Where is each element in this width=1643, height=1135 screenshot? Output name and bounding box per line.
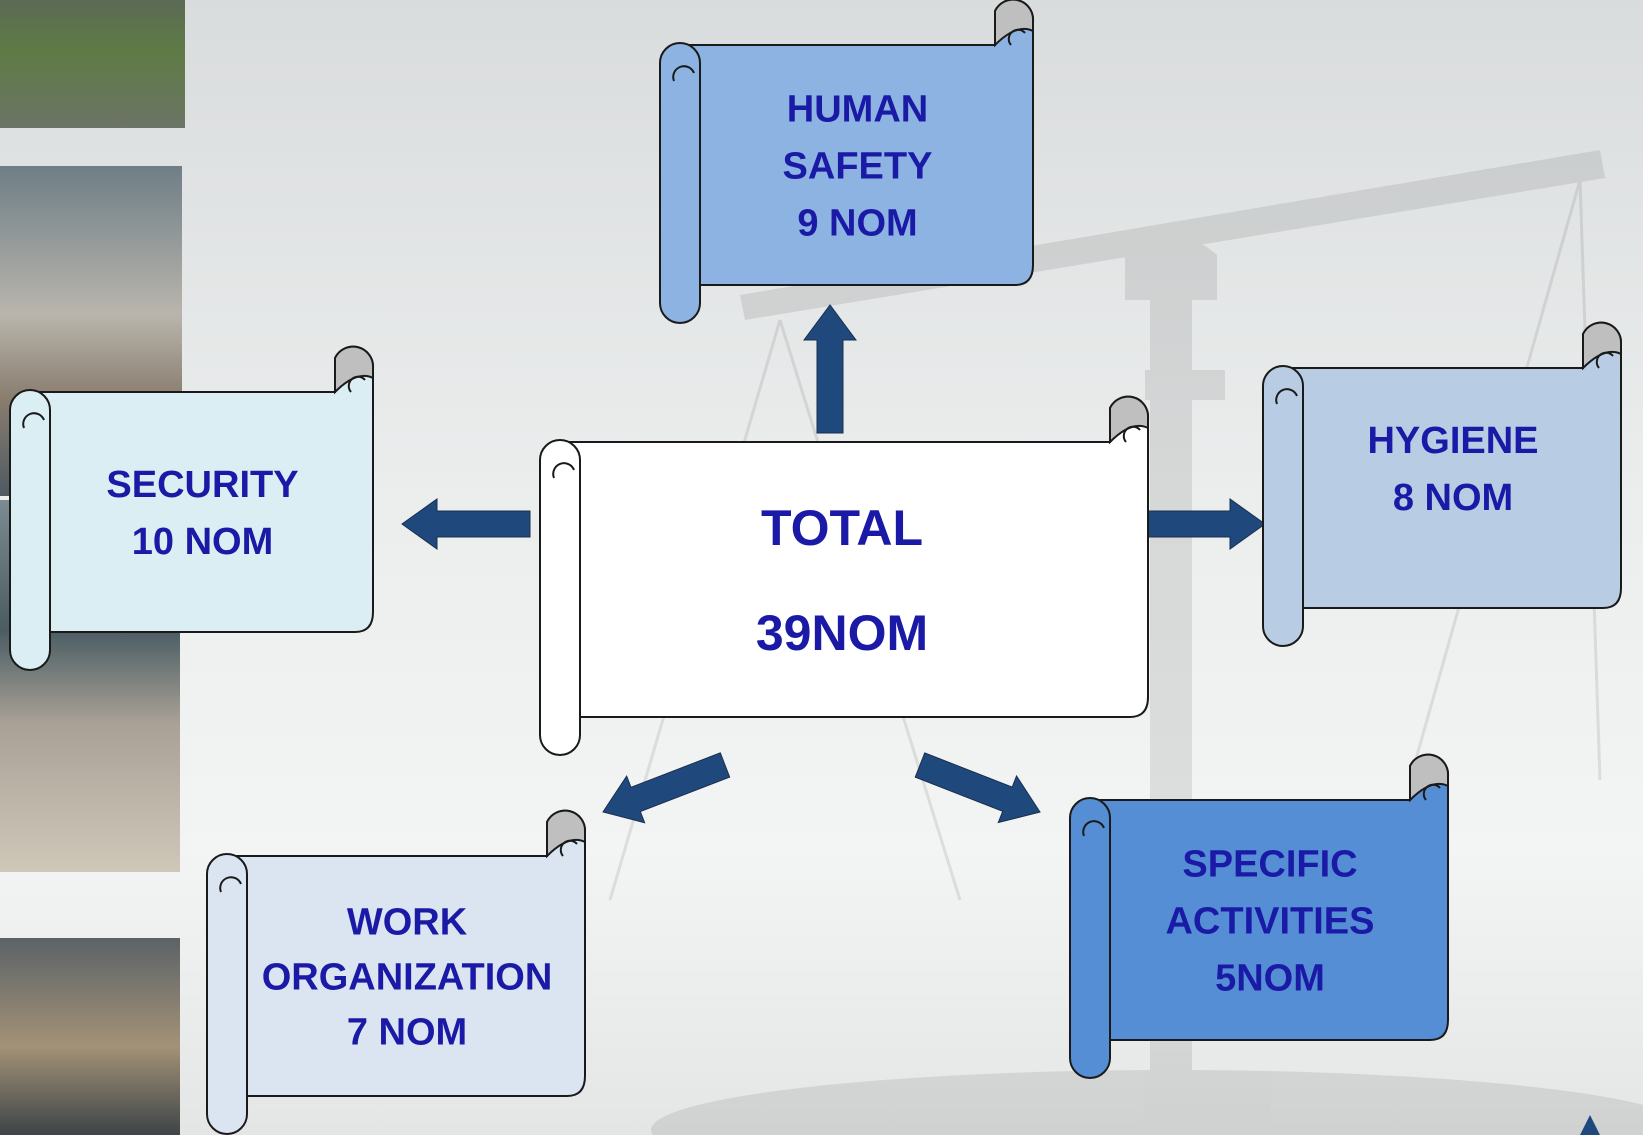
scroll-specific-activities-curl-right-inner — [1422, 783, 1441, 801]
arrow-to-human-safety — [803, 304, 857, 434]
scroll-security: SECURITY 10 NOM — [9, 345, 375, 671]
center-scroll-total-sheet — [559, 395, 1150, 718]
total-value: 39NOM — [756, 605, 928, 661]
scroll-hygiene-roll-left-inner — [1275, 388, 1298, 405]
arrow-to-specific-activities — [914, 752, 1041, 824]
scroll-hygiene-roll-left — [1262, 365, 1304, 647]
specific-activities-line-2: ACTIVITIES — [1165, 900, 1374, 942]
hygiene-line-2: 8 NOM — [1393, 477, 1513, 519]
scroll-specific-activities: SPECIFIC ACTIVITIES 5NOM — [1069, 753, 1450, 1079]
human-safety-line-3: 9 NOM — [797, 202, 917, 244]
arrow-to-security — [401, 498, 531, 550]
security-line-1: SECURITY — [106, 464, 298, 506]
scrolls-group: TOTAL 39NOM HUMAN SAFETY 9 NOM SECURITY 10 NOM… — [9, 0, 1623, 1135]
scroll-hygiene-sheet — [1282, 321, 1623, 609]
security-line-2: 10 NOM — [132, 521, 273, 563]
scroll-specific-activities-roll-left-inner — [1082, 820, 1105, 837]
hygiene-line-1: HYGIENE — [1367, 420, 1538, 462]
scroll-hygiene: HYGIENE 8 NOM — [1262, 321, 1623, 647]
scroll-human-safety: HUMAN SAFETY 9 NOM — [659, 0, 1035, 324]
scroll-work-organization: WORK ORGANIZATION 7 NOM — [206, 809, 587, 1135]
arrow-to-work-organization — [602, 752, 731, 824]
work-organization-line-3: 7 NOM — [347, 1011, 467, 1053]
scroll-security-roll-left — [9, 389, 51, 671]
scroll-security-curl-right-inner — [347, 375, 366, 393]
center-scroll-total-roll-left — [539, 439, 581, 756]
scroll-hygiene-curl-right-inner — [1595, 351, 1614, 369]
center-scroll-total-curl-right-inner — [1122, 425, 1141, 443]
scroll-human-safety-roll-left — [659, 42, 701, 324]
center-scroll-total-roll-left-inner — [552, 462, 575, 479]
scroll-work-organization-roll-left — [206, 853, 248, 1135]
scroll-security-roll-left-inner — [22, 412, 45, 429]
arrow-to-hygiene — [1134, 498, 1266, 550]
human-safety-line-2: SAFETY — [783, 145, 933, 187]
human-safety-line-1: HUMAN — [787, 88, 928, 130]
work-organization-line-2: ORGANIZATION — [262, 956, 553, 998]
scroll-human-safety-curl-right-inner — [1007, 28, 1026, 46]
scroll-specific-activities-roll-left — [1069, 797, 1111, 1079]
total-title: TOTAL — [761, 500, 923, 556]
scroll-work-organization-roll-left-inner — [219, 876, 242, 893]
corner-logo-mark — [1580, 1115, 1600, 1135]
specific-activities-line-1: SPECIFIC — [1182, 843, 1357, 885]
center-scroll-total: TOTAL 39NOM — [539, 395, 1150, 756]
work-organization-line-1: WORK — [347, 901, 468, 943]
scroll-work-organization-curl-right-inner — [559, 839, 578, 857]
arrows-group — [401, 304, 1266, 824]
specific-activities-line-3: 5NOM — [1215, 957, 1325, 999]
scroll-human-safety-roll-left-inner — [672, 65, 695, 82]
